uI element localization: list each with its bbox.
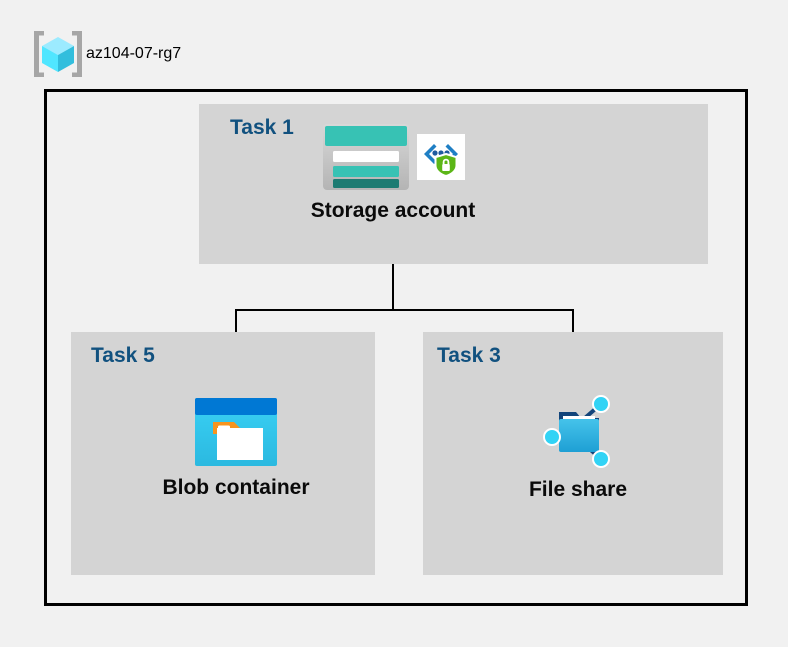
storage-account-icon-row (322, 123, 465, 191)
resource-group-name: az104-07-rg7 (86, 45, 182, 62)
task-panel-task1: Task 1 (199, 104, 708, 264)
connector-storage-stem (392, 231, 394, 309)
task-label-task3: Task 3 (437, 344, 501, 367)
blob-container-icon-row (193, 396, 279, 468)
resource-group-cube-icon (34, 31, 82, 77)
node-caption-blob-container: Blob container (162, 476, 310, 499)
blob-container-icon (195, 398, 277, 466)
file-share-icon-row (535, 390, 621, 470)
task-label-task5: Task 5 (91, 344, 155, 367)
node-caption-file-share: File share (528, 478, 628, 501)
storage-account-icon (322, 124, 409, 190)
task-label-task1: Task 1 (230, 116, 294, 139)
file-share-icon (543, 395, 610, 468)
node-storage-account[interactable]: Storage account (299, 123, 487, 223)
secure-api-connection-icon (416, 134, 465, 180)
node-blob-container[interactable]: Blob container (150, 396, 322, 500)
connector-horizontal-bar (235, 309, 574, 311)
node-caption-storage-account: Storage account (310, 199, 476, 222)
resource-group-header: az104-07-rg7 (30, 25, 370, 83)
node-file-share[interactable]: File share (497, 390, 659, 502)
task-panel-task3: Task 3 (423, 332, 723, 575)
resource-group-boundary (44, 89, 748, 606)
